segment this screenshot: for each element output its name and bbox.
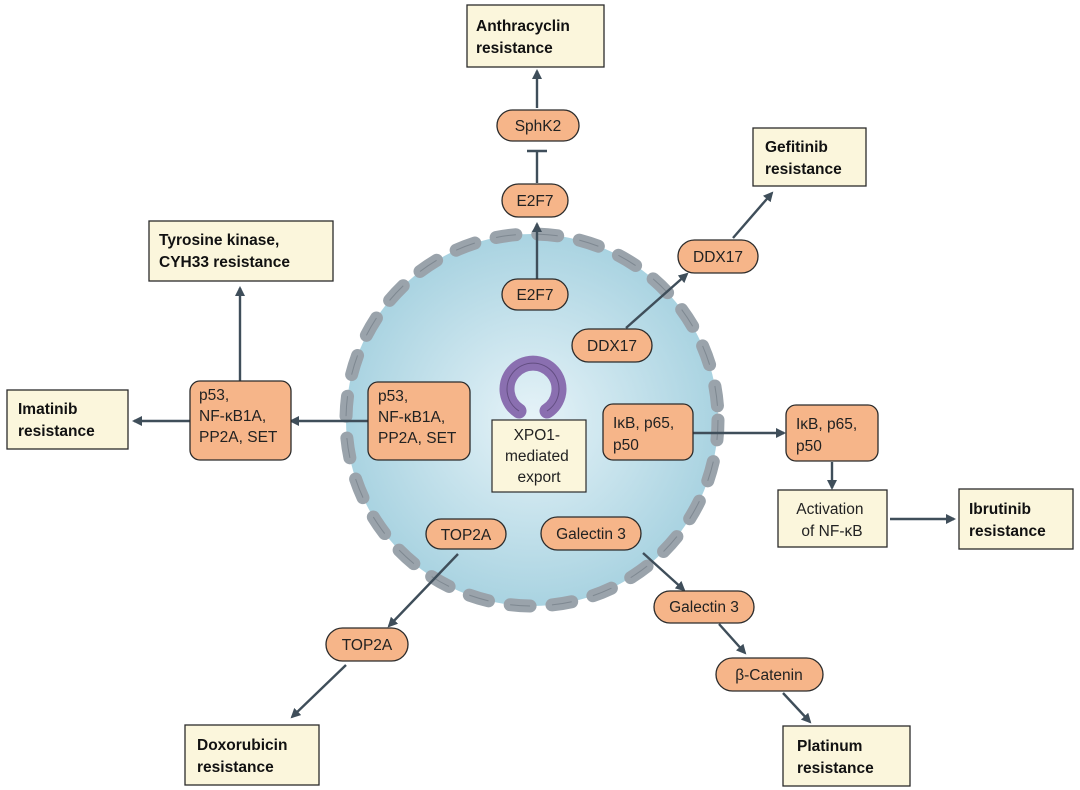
cytoplasmic-ikb-group: IκB, p65, p50 bbox=[785, 404, 879, 462]
outcome-ibrutinib-line1: Ibrutinib bbox=[969, 501, 1031, 518]
cytoplasmic-e2f7-label: E2F7 bbox=[516, 193, 553, 210]
cytoplasmic-beta-catenin: β-Catenin bbox=[715, 657, 824, 692]
xpo1-exporter: XPO1- mediated export bbox=[491, 355, 587, 493]
outcome-platinum: Platinum resistance bbox=[782, 725, 911, 787]
nuclear-e2f7: E2F7 bbox=[501, 278, 569, 311]
nfkb-activation-box: Activation of NF-κB bbox=[777, 489, 888, 548]
svg-text:IκB, p65, p50: IκB, p65, p50 bbox=[796, 416, 862, 455]
outcome-doxorubicin-line1: Doxorubicin bbox=[197, 737, 287, 754]
outcome-tyrosine-kinase-line1: Tyrosine kinase, bbox=[159, 232, 279, 249]
svg-text:Doxorubicin resistance: Doxorubicin resistance bbox=[197, 737, 292, 776]
cytoplasmic-top2a-label: TOP2A bbox=[342, 637, 393, 654]
outcome-gefitinib-line1: Gefitinib bbox=[765, 139, 828, 156]
nuclear-ikb-group: IκB, p65, p50 bbox=[602, 403, 694, 461]
cytoplasmic-ikb-line2: p50 bbox=[796, 438, 822, 455]
outcome-tyrosine-kinase-line2: CYH33 resistance bbox=[159, 254, 290, 271]
cytoplasmic-galectin3: Galectin 3 bbox=[653, 590, 755, 624]
arrow-betacatenin-platinum bbox=[782, 692, 812, 724]
nuclear-ddx17-label: DDX17 bbox=[587, 338, 637, 355]
arrow-galectin3-export bbox=[642, 552, 686, 592]
outcome-anthracyclin: Anthracyclin resistance bbox=[466, 4, 605, 68]
nuclear-top2a: TOP2A bbox=[425, 518, 507, 550]
cytoplasmic-galectin3-label: Galectin 3 bbox=[669, 599, 739, 616]
cytoplasmic-p53-line2: NF-κB1A, bbox=[199, 408, 266, 425]
svg-text:Tyrosine kinase, CYH33 r: Tyrosine kinase, CYH33 resistance bbox=[159, 232, 290, 271]
outcome-gefitinib: Gefitinib resistance bbox=[752, 127, 867, 187]
nuclear-galectin3: Galectin 3 bbox=[540, 516, 642, 551]
outcome-tyrosine-kinase: Tyrosine kinase, CYH33 resistance bbox=[148, 220, 334, 282]
nuclear-ikb-line2: p50 bbox=[613, 437, 639, 454]
outcome-anthracyclin-line2: resistance bbox=[476, 40, 553, 57]
cytoplasmic-beta-catenin-label: β-Catenin bbox=[735, 667, 803, 684]
svg-text:IκB, p65, p50: IκB, p65, p50 bbox=[613, 415, 679, 454]
svg-text:Activation of NF-κB: Activation of NF-κB bbox=[796, 501, 868, 540]
cytoplasmic-p53-line3: PP2A, SET bbox=[199, 429, 278, 446]
svg-text:XPO1- mediated exp: XPO1- mediated export bbox=[505, 427, 573, 486]
outcome-gefitinib-line2: resistance bbox=[765, 161, 842, 178]
outcome-platinum-line2: resistance bbox=[797, 760, 874, 777]
xpo1-label-line3: export bbox=[517, 469, 561, 486]
pathway-arrows bbox=[132, 69, 956, 724]
nuclear-e2f7-label: E2F7 bbox=[516, 287, 553, 304]
svg-text:Imatinib resistance: Imatinib resistance bbox=[18, 401, 95, 440]
svg-text:Platinum resistance: Platinum resistance bbox=[797, 738, 874, 777]
outcome-imatinib-line1: Imatinib bbox=[18, 401, 77, 418]
cytoplasmic-p53-group: p53, NF-κB1A, PP2A, SET bbox=[189, 380, 292, 461]
cytoplasmic-sphk2: SphK2 bbox=[496, 109, 580, 142]
arrow-ddx17-gefitinib bbox=[732, 191, 774, 239]
cytoplasmic-sphk2-label: SphK2 bbox=[515, 118, 562, 135]
nuclear-galectin3-label: Galectin 3 bbox=[556, 526, 626, 543]
cytoplasmic-ikb-line1: IκB, p65, bbox=[796, 416, 857, 433]
cytoplasmic-top2a: TOP2A bbox=[325, 627, 409, 662]
xpo1-label-line2: mediated bbox=[505, 448, 569, 465]
cytoplasmic-ddx17-label: DDX17 bbox=[693, 249, 743, 266]
nuclear-top2a-label: TOP2A bbox=[441, 527, 492, 544]
outcome-imatinib: Imatinib resistance bbox=[6, 389, 129, 450]
svg-text:p53, NF-κB1A, PP2A: p53, NF-κB1A, PP2A, SET bbox=[199, 387, 278, 446]
arrow-ddx17-export bbox=[625, 272, 689, 329]
cytoplasmic-p53-line1: p53, bbox=[199, 387, 229, 404]
nuclear-p53-line3: PP2A, SET bbox=[378, 430, 457, 447]
svg-text:Gefitinib resistance: Gefitinib resistance bbox=[765, 139, 842, 178]
outcome-platinum-line1: Platinum bbox=[797, 738, 862, 755]
nuclear-p53-line2: NF-κB1A, bbox=[378, 409, 445, 426]
cytoplasmic-ddx17: DDX17 bbox=[677, 239, 759, 274]
arrow-top2a-export bbox=[387, 553, 459, 628]
nfkb-activation-line2: of NF-κB bbox=[801, 523, 862, 540]
cytoplasmic-e2f7: E2F7 bbox=[501, 183, 569, 218]
outcome-anthracyclin-line1: Anthracyclin bbox=[476, 18, 570, 35]
nuclear-p53-line1: p53, bbox=[378, 388, 408, 405]
nuclear-ikb-line1: IκB, p65, bbox=[613, 415, 674, 432]
arrow-top2a-doxorubicin bbox=[290, 664, 347, 719]
xpo1-label-line1: XPO1- bbox=[514, 427, 561, 444]
svg-text:Anthracyclin resistance: Anthracyclin resistance bbox=[476, 18, 574, 57]
svg-text:p53, NF-κB1A, PP2A: p53, NF-κB1A, PP2A, SET bbox=[378, 388, 457, 447]
nfkb-activation-line1: Activation bbox=[796, 501, 863, 518]
outcome-doxorubicin: Doxorubicin resistance bbox=[184, 724, 320, 786]
outcome-ibrutinib: Ibrutinib resistance bbox=[958, 488, 1074, 550]
outcome-doxorubicin-line2: resistance bbox=[197, 759, 274, 776]
nuclear-ddx17: DDX17 bbox=[571, 328, 653, 363]
nuclear-p53-group: p53, NF-κB1A, PP2A, SET bbox=[367, 381, 471, 461]
outcome-imatinib-line2: resistance bbox=[18, 423, 95, 440]
outcome-ibrutinib-line2: resistance bbox=[969, 523, 1046, 540]
svg-text:Ibrutinib resistance: Ibrutinib resistance bbox=[969, 501, 1046, 540]
arrow-galectin3-betacatenin bbox=[718, 623, 747, 655]
